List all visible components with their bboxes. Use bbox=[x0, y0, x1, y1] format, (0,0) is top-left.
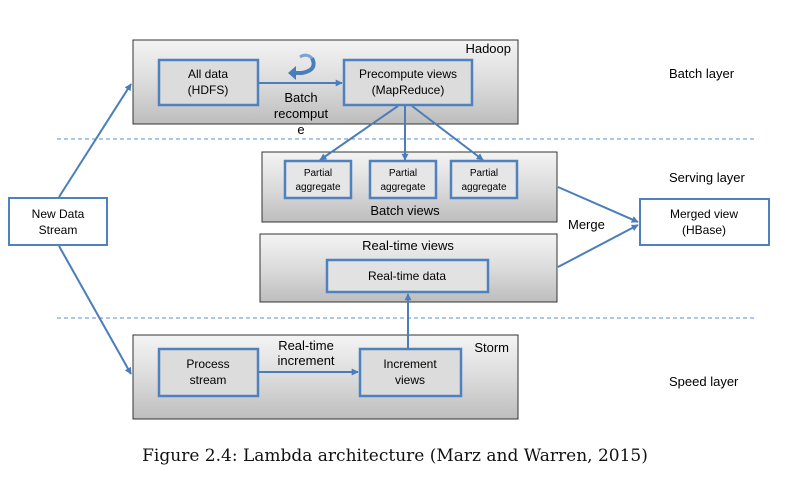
lambda-architecture-diagram: Hadoop All data (HDFS) Precompute views … bbox=[8, 39, 770, 420]
realtime-data-text: Real-time data bbox=[368, 269, 446, 283]
partial-2-line-2: aggregate bbox=[380, 182, 425, 193]
realtime-views-label: Real-time views bbox=[362, 238, 454, 253]
figure-caption: Figure 2.4: Lambda architecture (Marz an… bbox=[142, 446, 648, 466]
precompute-line-1: Precompute views bbox=[359, 67, 457, 81]
partial-aggregate-box-3: Partial aggregate bbox=[449, 159, 519, 200]
batch-views-to-merged-arrow bbox=[557, 186, 639, 223]
stream-to-storm-arrow bbox=[58, 245, 132, 375]
partial-2-line-1: Partial bbox=[389, 168, 417, 179]
new-data-stream-line-2: Stream bbox=[39, 223, 78, 237]
all-data-line-2: (HDFS) bbox=[188, 83, 229, 97]
merged-view-line-1: Merged view bbox=[670, 207, 738, 221]
batch-recompute-label-2: recomput bbox=[274, 106, 329, 121]
partial-3-line-1: Partial bbox=[470, 168, 498, 179]
precompute-to-partial-1-arrow bbox=[319, 105, 399, 161]
new-data-stream-line-1: New Data bbox=[32, 207, 85, 221]
partial-1-line-2: aggregate bbox=[295, 182, 340, 193]
all-data-line-1: All data bbox=[188, 67, 228, 81]
batch-layer-label: Batch layer bbox=[669, 66, 735, 81]
precompute-line-2: (MapReduce) bbox=[372, 83, 445, 97]
partial-aggregate-box-1: Partial aggregate bbox=[283, 159, 353, 200]
curved-arrow-icon bbox=[288, 53, 316, 80]
stream-to-hadoop-arrow bbox=[58, 83, 132, 198]
speed-layer-label: Speed layer bbox=[669, 374, 739, 389]
partial-1-line-1: Partial bbox=[304, 168, 332, 179]
process-stream-line-2: stream bbox=[190, 373, 227, 387]
merged-view-line-2: (HBase) bbox=[682, 223, 726, 237]
batch-recompute-label-1: Batch bbox=[284, 90, 317, 105]
realtime-data-box: Real-time data bbox=[325, 258, 490, 294]
increment-views-line-1: Increment bbox=[383, 357, 437, 371]
storm-label: Storm bbox=[474, 340, 509, 355]
increment-views-line-2: views bbox=[395, 373, 425, 387]
process-stream-box: Process stream bbox=[157, 347, 260, 398]
serving-layer-label: Serving layer bbox=[669, 170, 746, 185]
process-stream-line-1: Process bbox=[186, 357, 229, 371]
precompute-views-box: Precompute views (MapReduce) bbox=[342, 58, 474, 107]
partial-aggregate-box-2: Partial aggregate bbox=[368, 159, 438, 200]
new-data-stream-box: New Data Stream bbox=[8, 197, 108, 246]
precompute-to-partial-3-arrow bbox=[411, 105, 484, 161]
partial-3-line-2: aggregate bbox=[461, 182, 506, 193]
increment-views-box: Increment views bbox=[358, 347, 463, 398]
merged-view-box: Merged view (HBase) bbox=[639, 198, 770, 246]
merge-label: Merge bbox=[568, 217, 605, 232]
hadoop-label: Hadoop bbox=[465, 41, 511, 56]
realtime-increment-label-2: increment bbox=[277, 353, 334, 368]
batch-views-label: Batch views bbox=[370, 203, 440, 218]
realtime-increment-label-1: Real-time bbox=[278, 338, 334, 353]
realtime-views-to-merged-arrow bbox=[557, 224, 639, 268]
all-data-box: All data (HDFS) bbox=[157, 58, 260, 107]
batch-recompute-label-3: e bbox=[297, 122, 304, 137]
